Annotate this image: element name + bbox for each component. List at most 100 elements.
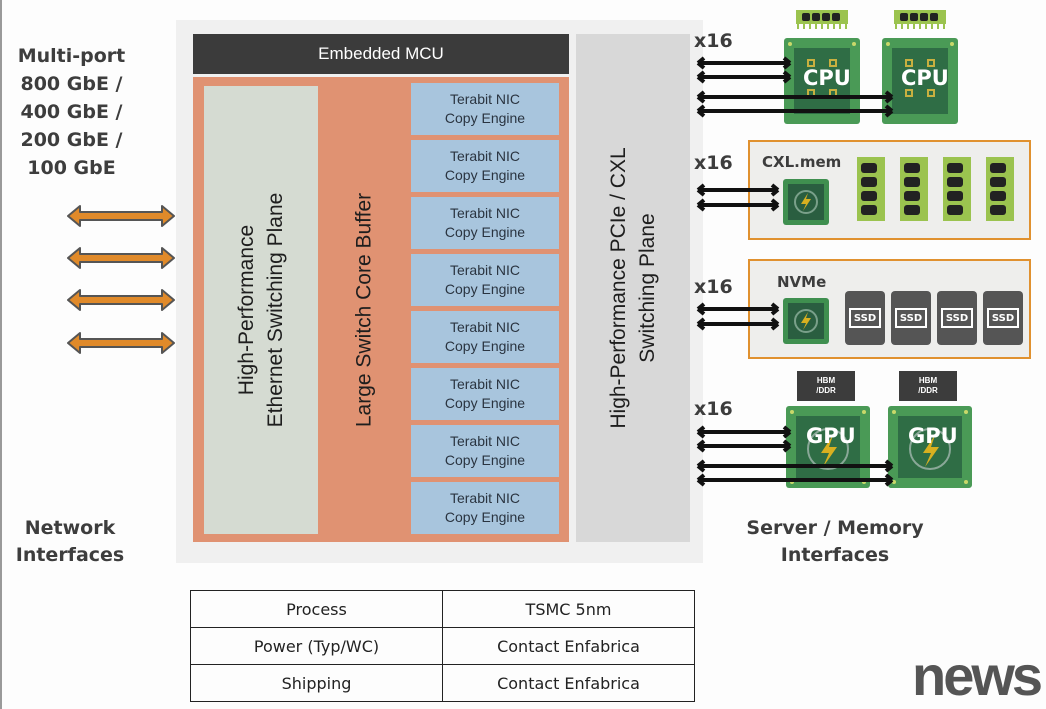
hbm-line: /DDR xyxy=(918,386,938,395)
nic-line: Copy Engine xyxy=(444,167,526,183)
dimm-icon xyxy=(857,157,885,221)
nic-line: Copy Engine xyxy=(444,452,526,468)
table-row: Power (Typ/WC)Contact Enfabrica xyxy=(190,627,695,665)
hbm-line: HBM xyxy=(918,376,938,385)
nic-line: Terabit NIC xyxy=(449,376,521,392)
embedded-mcu: Embedded MCU xyxy=(193,34,569,74)
spec-value: TSMC 5nm xyxy=(442,590,695,628)
nic-copy-engine: Terabit NIC Copy Engine xyxy=(411,140,559,192)
nic-copy-engine: Terabit NIC Copy Engine xyxy=(411,311,559,363)
cpu-x16-bus xyxy=(696,56,894,118)
spec-value: Contact Enfabrica xyxy=(442,627,695,665)
cpu-label: CPU xyxy=(803,66,851,90)
ssd-label: SSD xyxy=(941,308,973,328)
lane-label: x16 xyxy=(694,30,733,52)
nic-copy-engine: Terabit NIC Copy Engine xyxy=(411,83,559,135)
ssd-label: SSD xyxy=(895,308,927,328)
cxl-controller-chip-icon xyxy=(783,179,829,225)
spec-label: Shipping xyxy=(190,664,443,702)
plane-line: High-Performance xyxy=(235,224,258,396)
nic-line: Copy Engine xyxy=(444,509,526,525)
lane-label: x16 xyxy=(694,398,733,420)
nic-line: Terabit NIC xyxy=(449,433,521,449)
nic-line: Terabit NIC xyxy=(449,91,521,107)
nic-line: Copy Engine xyxy=(444,281,526,297)
nic-copy-engine: Terabit NIC Copy Engine xyxy=(411,368,559,420)
port-speed-line: 200 GbE / xyxy=(20,129,123,151)
nic-line: Copy Engine xyxy=(444,224,526,240)
nic-line: Copy Engine xyxy=(444,110,526,126)
server-memory-interfaces-title: Server / Memory Interfaces xyxy=(735,515,935,569)
hbm-ddr-memory: HBM/DDR xyxy=(797,371,855,401)
title-line: Interfaces xyxy=(780,544,890,566)
pcie-cxl-switching-plane: High-Performance PCIe / CXL Switching Pl… xyxy=(576,34,690,542)
port-speed-line: 100 GbE xyxy=(27,157,116,179)
plane-line: High-Performance PCIe / CXL xyxy=(607,147,630,429)
port-speed-line: 800 GbE / xyxy=(20,73,123,95)
cxl-mem-title: CXL.mem xyxy=(762,153,842,171)
plane-line: Switching Plane xyxy=(636,213,659,363)
cxl-x16-bus xyxy=(696,183,780,212)
ssd-icon: SSD xyxy=(845,291,885,345)
cxl-dimm-row xyxy=(857,157,1014,221)
lane-label: x16 xyxy=(694,276,733,298)
dimm-icon xyxy=(796,10,848,29)
nvme-title: NVMe xyxy=(777,273,827,291)
network-interfaces-title: Network Interfaces xyxy=(10,515,130,569)
gpu-label: GPU xyxy=(806,424,856,448)
plane-line: Ethernet Switching Plane xyxy=(264,192,287,428)
dimm-icon xyxy=(894,10,946,29)
buffer-label: Large Switch Core Buffer xyxy=(352,192,376,428)
hbm-line: /DDR xyxy=(816,386,836,395)
nvme-controller-chip-icon xyxy=(783,298,829,344)
ssd-label: SSD xyxy=(849,308,881,328)
ethernet-port-arrow xyxy=(67,332,175,354)
hbm-ddr-memory: HBM/DDR xyxy=(899,371,957,401)
spec-label: Process xyxy=(190,590,443,628)
ssd-icon: SSD xyxy=(983,291,1023,345)
ssd-icon: SSD xyxy=(937,291,977,345)
news-watermark-logo: news xyxy=(912,644,1043,707)
nic-line: Terabit NIC xyxy=(449,205,521,221)
nic-line: Terabit NIC xyxy=(449,148,521,164)
ethernet-switching-plane: High-Performance Ethernet Switching Plan… xyxy=(204,86,318,534)
ethernet-port-arrow xyxy=(67,289,175,311)
dimm-icon xyxy=(986,157,1014,221)
network-port-speeds: Multi-port 800 GbE / 400 GbE / 200 GbE /… xyxy=(14,42,129,182)
title-line: Server / Memory xyxy=(746,517,924,539)
spec-label: Power (Typ/WC) xyxy=(190,627,443,665)
nic-line: Copy Engine xyxy=(444,395,526,411)
nic-line: Terabit NIC xyxy=(449,490,521,506)
cpu-label: CPU xyxy=(901,66,949,90)
port-speed-line: Multi-port xyxy=(17,45,126,67)
ssd-icon: SSD xyxy=(891,291,931,345)
gpu-chip-2 xyxy=(888,406,972,488)
cpu-chip-1 xyxy=(784,10,860,124)
left-border xyxy=(0,0,2,709)
nic-copy-engine: Terabit NIC Copy Engine xyxy=(411,254,559,306)
cpu-chip-2 xyxy=(882,10,958,124)
nvme-x16-bus xyxy=(696,302,780,331)
hbm-line: HBM xyxy=(816,376,836,385)
nic-line: Terabit NIC xyxy=(449,262,521,278)
dimm-icon xyxy=(900,157,928,221)
title-line: Network xyxy=(24,517,116,539)
dimm-icon xyxy=(943,157,971,221)
switch-core-buffer: Large Switch Core Buffer xyxy=(318,86,410,534)
ssd-label: SSD xyxy=(987,308,1019,328)
ethernet-port-arrow xyxy=(67,247,175,269)
nic-line: Terabit NIC xyxy=(449,319,521,335)
port-speed-line: 400 GbE / xyxy=(20,101,123,123)
title-line: Interfaces xyxy=(15,544,125,566)
gpu-label: GPU xyxy=(908,424,958,448)
ethernet-port-arrow xyxy=(67,205,175,227)
gpu-x16-bus xyxy=(696,425,894,487)
nic-copy-engine: Terabit NIC Copy Engine xyxy=(411,425,559,477)
nic-copy-engine: Terabit NIC Copy Engine xyxy=(411,482,559,534)
nic-copy-engine: Terabit NIC Copy Engine xyxy=(411,197,559,249)
nic-line: Copy Engine xyxy=(444,338,526,354)
spec-value: Contact Enfabrica xyxy=(442,664,695,702)
